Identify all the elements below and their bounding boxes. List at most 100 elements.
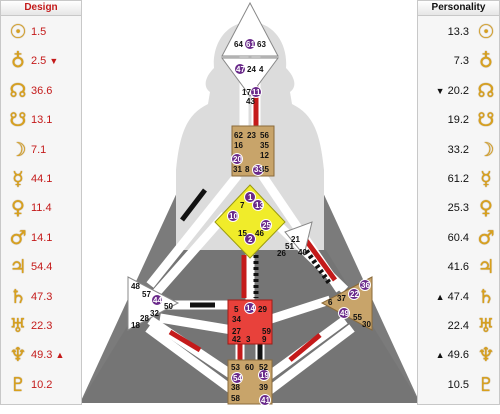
- sun-icon: ☉: [9, 21, 27, 43]
- personality-panel-title: Personality: [418, 1, 499, 16]
- gate-label: 1: [248, 193, 253, 202]
- gate-label: 24: [247, 65, 256, 74]
- design-row-venus[interactable]: ♀ 11.4: [1, 195, 81, 221]
- exaltation-marker: ▲: [435, 291, 445, 302]
- gate-label: 59: [262, 327, 271, 336]
- mercury-icon: ☿: [480, 168, 492, 190]
- neptune-icon: ♆: [477, 344, 495, 367]
- design-row-uranus[interactable]: ♅22.3: [1, 313, 81, 339]
- gate-line-text: 60.4: [447, 231, 469, 244]
- personality-row-earth[interactable]: ♁ 7.3: [418, 48, 499, 74]
- gate-label: 45: [260, 165, 269, 174]
- gate-line-text: 7.3: [453, 55, 469, 68]
- south-node-icon: ☋: [9, 109, 27, 132]
- venus-icon: ♀: [479, 197, 493, 220]
- gate-label: 28: [140, 314, 149, 323]
- venus-icon: ♀: [11, 197, 25, 220]
- gate-label: 54: [233, 374, 242, 383]
- uranus-icon: ♅: [477, 315, 495, 337]
- design-row-mercury[interactable]: ☿44.1: [1, 166, 81, 192]
- gate-label: 33: [254, 165, 263, 174]
- personality-gate-value: 19.2: [419, 113, 469, 127]
- gate-label: 8: [245, 165, 250, 174]
- personality-gate-value: 41.6: [419, 260, 469, 274]
- design-gate-value: 36.6: [31, 84, 77, 98]
- design-gate-value: 1.5: [31, 25, 77, 39]
- design-row-jupiter[interactable]: ♃54.4: [1, 254, 81, 280]
- gate-label: 41: [261, 396, 270, 405]
- personality-row-venus[interactable]: ♀ 25.3: [418, 195, 499, 221]
- gate-label: 23: [247, 131, 256, 140]
- gate-label: 44: [153, 296, 162, 305]
- sun-icon: ☉: [477, 21, 495, 43]
- gate-line-text: 22.3: [31, 320, 53, 332]
- design-row-earth[interactable]: ♁2.5 ▼: [1, 48, 81, 74]
- g-center[interactable]: [214, 184, 286, 259]
- gate-label: 14: [246, 304, 255, 313]
- gate-label: 48: [131, 282, 140, 291]
- exaltation-marker: ▼: [435, 85, 445, 96]
- gate-label: 20: [233, 155, 242, 164]
- design-row-mars[interactable]: ♂14.1: [1, 225, 81, 251]
- design-row-north-node[interactable]: ☊ 36.6: [1, 78, 81, 104]
- gate-label: 25: [262, 221, 271, 230]
- pluto-icon: ♇: [9, 373, 27, 396]
- design-row-pluto[interactable]: ♇ 10.2: [1, 372, 81, 398]
- personality-row-uranus[interactable]: ♅ 22.4: [418, 313, 499, 339]
- north-node-icon: ☊: [9, 79, 27, 102]
- gate-badges: [151, 38, 371, 406]
- design-row-saturn[interactable]: ♄47.3: [1, 284, 81, 310]
- gate-line-text: 22.4: [447, 320, 469, 332]
- head-center[interactable]: [221, 1, 279, 57]
- gate-line-text: 41.6: [447, 261, 469, 274]
- design-row-south-node[interactable]: ☋13.1: [1, 107, 81, 133]
- gate-label: 43: [246, 97, 255, 106]
- design-gate-value: 22.3: [31, 319, 77, 333]
- gate-label: 29: [258, 305, 267, 314]
- heart-center[interactable]: [284, 221, 313, 257]
- personality-row-moon[interactable]: ☽ 33.2: [418, 137, 499, 163]
- personality-gate-value: 60.4: [419, 231, 469, 245]
- personality-row-jupiter[interactable]: ♃ 41.6: [418, 254, 499, 280]
- design-gate-value: 7.1: [31, 143, 77, 157]
- personality-row-north-node[interactable]: ☊ ▼ 20.2: [418, 78, 499, 104]
- pluto-icon: ♇: [477, 373, 495, 396]
- north-node-icon: ☊: [477, 79, 495, 102]
- personality-row-neptune[interactable]: ♆▲ 49.6: [418, 342, 499, 368]
- design-gate-value: 10.2: [31, 378, 77, 392]
- personality-gate-value: 7.3: [419, 54, 469, 68]
- gate-label: 7: [240, 201, 245, 210]
- gate-label: 55: [353, 313, 362, 322]
- personality-row-pluto[interactable]: ♇ 10.5: [418, 372, 499, 398]
- personality-row-saturn[interactable]: ♄▲ 47.4: [418, 284, 499, 310]
- personality-gate-value: 13.3: [419, 25, 469, 39]
- design-panel: Design ☉1.5 ♁2.5 ▼☊36.6 ☋13.1 ☽7.1 ☿44.1…: [0, 0, 82, 405]
- gate-label: 4: [259, 65, 264, 74]
- exaltation-marker: ▲: [435, 350, 445, 361]
- gate-label: 35: [260, 141, 269, 150]
- design-row-moon[interactable]: ☽7.1: [1, 137, 81, 163]
- gate-label: 37: [337, 294, 346, 303]
- personality-gate-value: 25.3: [419, 201, 469, 215]
- gate-label: 50: [164, 302, 173, 311]
- gate-line-text: 61.2: [447, 173, 469, 185]
- neptune-icon: ♆: [9, 344, 27, 367]
- design-row-sun[interactable]: ☉ 1.5: [1, 19, 81, 45]
- gate-line-text: 10.5: [447, 378, 469, 391]
- personality-row-mercury[interactable]: ☿ 61.2: [418, 166, 499, 192]
- personality-row-sun[interactable]: ☉ 13.3: [418, 19, 499, 45]
- moon-icon: ☽: [477, 138, 495, 161]
- personality-row-mars[interactable]: ♂ 60.4: [418, 225, 499, 251]
- gate-label: 31: [233, 165, 242, 174]
- personality-gate-value: ▼ 20.2: [419, 84, 469, 98]
- south-node-icon: ☋: [477, 109, 495, 132]
- gate-line-text: 20.2: [447, 84, 469, 97]
- personality-row-south-node[interactable]: ☋ 19.2: [418, 107, 499, 133]
- gate-line-text: 54.4: [31, 261, 53, 274]
- gate-line-text: 10.2: [31, 378, 53, 391]
- gate-label: 18: [131, 321, 140, 330]
- gate-line-text: 11.4: [31, 202, 52, 215]
- personality-gate-value: 10.5: [419, 378, 469, 392]
- design-row-neptune[interactable]: ♆49.3 ▲: [1, 342, 81, 368]
- gate-line-text: 19.2: [447, 114, 469, 127]
